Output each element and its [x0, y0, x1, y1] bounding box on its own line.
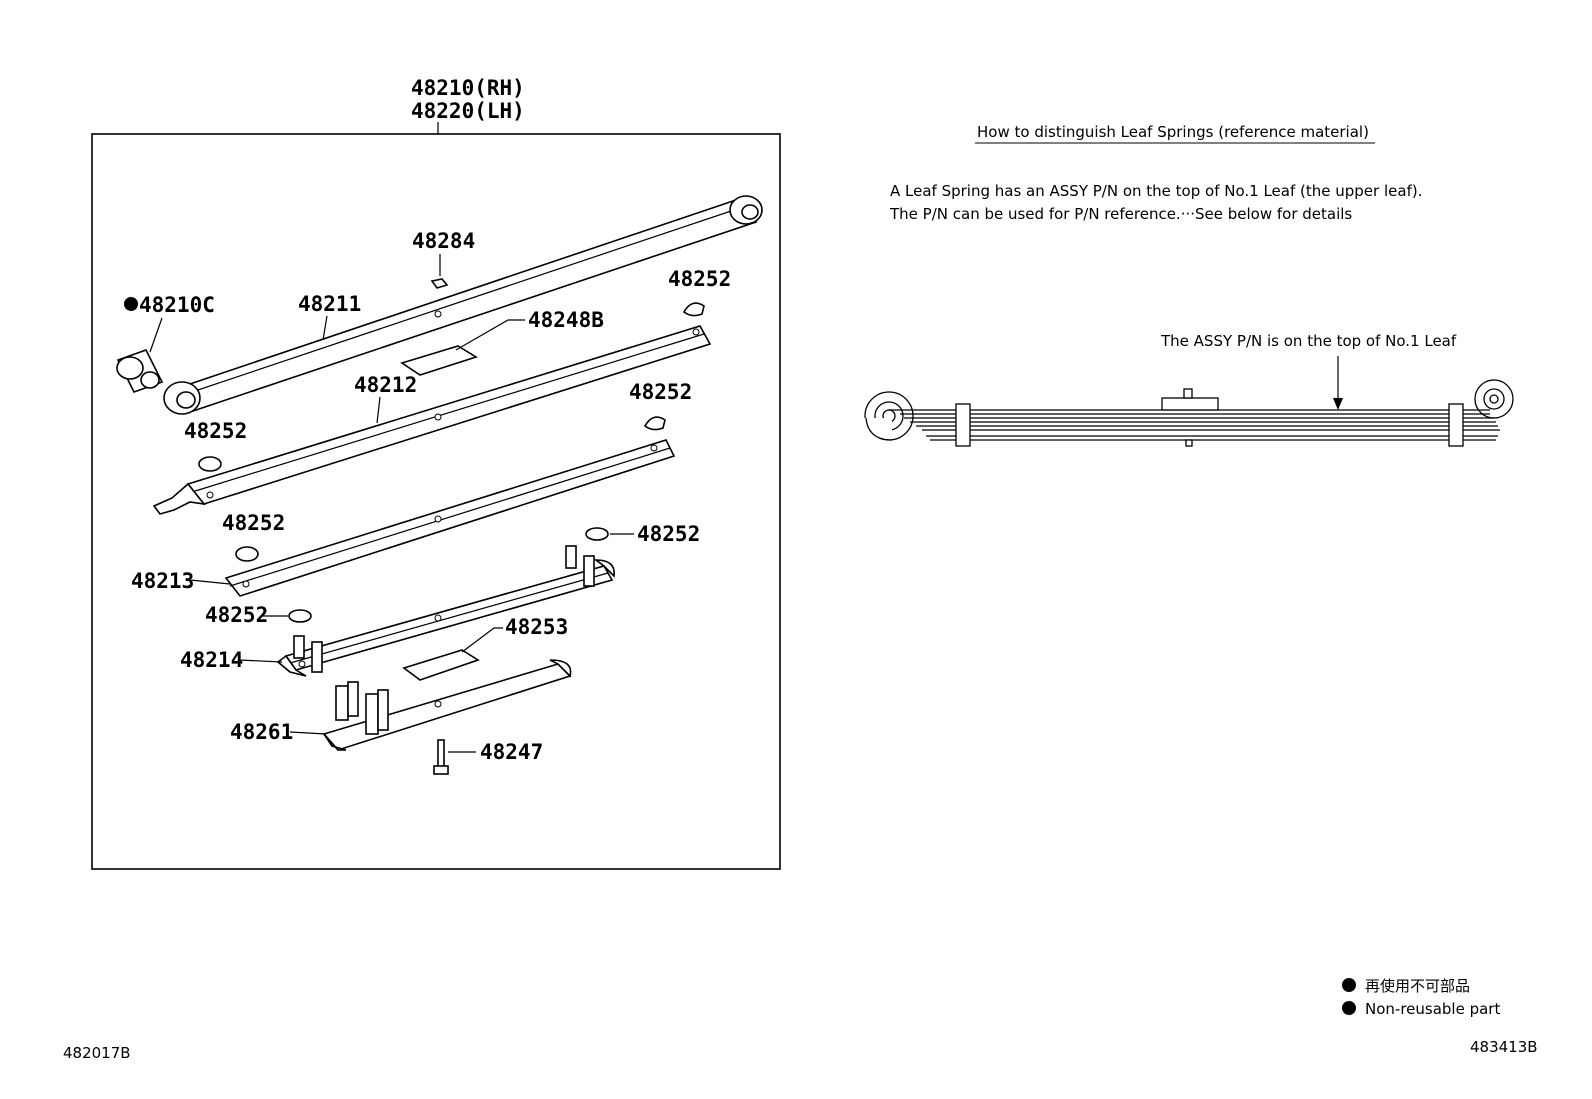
seat[interactable]	[322, 659, 572, 751]
label-clip-pad-6[interactable]: 48252	[205, 603, 268, 627]
callout-text: The ASSY P/N is on the top of No.1 Leaf	[1160, 332, 1457, 350]
label-pad-upper[interactable]: 48248B	[528, 308, 604, 332]
label-leaf-3[interactable]: 48213	[131, 569, 194, 593]
label-assy-lh[interactable]: 48220(LH)	[411, 99, 525, 123]
reference-line-2: The P/N can be used for P/N reference.··…	[889, 205, 1352, 223]
leaf-2[interactable]	[152, 325, 712, 515]
clip-pad-3[interactable]	[198, 456, 222, 472]
legend-en: Non-reusable part	[1365, 1000, 1500, 1018]
illustration-code-right: 483413B	[1470, 1038, 1538, 1056]
label-bushing[interactable]: 48210C	[139, 293, 215, 317]
label-clip-pad-2[interactable]: 48252	[629, 380, 692, 404]
label-leaf-2[interactable]: 48212	[354, 373, 417, 397]
reference-line-1: A Leaf Spring has an ASSY P/N on the top…	[890, 182, 1422, 200]
label-leaf-4[interactable]: 48214	[180, 648, 243, 672]
clip-pad-6[interactable]	[288, 609, 312, 623]
label-leaf-1[interactable]: 48211	[298, 292, 361, 316]
clip-pad-5[interactable]	[585, 527, 609, 541]
label-bolt[interactable]: 48247	[480, 740, 543, 764]
label-seat[interactable]: 48261	[230, 720, 293, 744]
label-assy-rh[interactable]: 48210(RH)	[411, 76, 525, 100]
leaf-1[interactable]	[163, 195, 763, 415]
clip-pad-4[interactable]	[235, 546, 259, 562]
leaf-4[interactable]	[276, 545, 615, 677]
leaf-3[interactable]	[224, 439, 676, 597]
reference-heading: How to distinguish Leaf Springs (referen…	[977, 123, 1369, 141]
leaf-spring-side-view	[862, 379, 1514, 447]
pad-upper[interactable]	[400, 345, 478, 376]
nut[interactable]	[430, 278, 449, 289]
pad-lower[interactable]	[402, 649, 480, 681]
bolt[interactable]	[433, 739, 449, 775]
callout-arrow-head	[1333, 398, 1343, 410]
diagram-frame	[91, 133, 781, 870]
label-clip-pad-1[interactable]: 48252	[668, 267, 731, 291]
clip-pad-2[interactable]	[643, 416, 666, 431]
label-clip-pad-4[interactable]: 48252	[222, 511, 285, 535]
legend-dot-jp	[1342, 978, 1356, 992]
label-pad-lower[interactable]: 48253	[505, 615, 568, 639]
illustration-code-left: 482017B	[63, 1044, 131, 1062]
label-clip-pad-5[interactable]: 48252	[637, 522, 700, 546]
clip-pad-1[interactable]	[682, 302, 705, 317]
legend-jp: 再使用不可部品	[1365, 977, 1470, 995]
non-reusable-dot	[124, 297, 138, 311]
label-nut[interactable]: 48284	[412, 229, 475, 253]
label-clip-pad-3[interactable]: 48252	[184, 419, 247, 443]
legend-dot-en	[1342, 1001, 1356, 1015]
bushing[interactable]	[116, 349, 164, 393]
